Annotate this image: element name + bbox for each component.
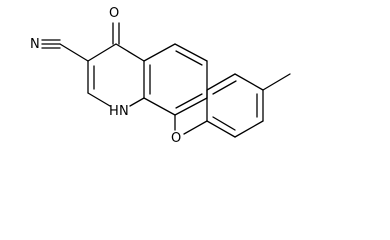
bond-c3-c2-double <box>87 60 95 94</box>
ring-nh-hydrogen-label: H <box>109 104 119 119</box>
bond-t2-t3-double <box>206 73 237 95</box>
bond-methyl <box>262 73 291 91</box>
bond-c2-n1 <box>87 92 111 107</box>
bond-c5-c6-double <box>174 43 208 66</box>
bond-t5-t6 <box>234 120 264 138</box>
bond-c4a-c5 <box>143 43 176 62</box>
bond-t6-t1-double <box>206 116 236 138</box>
bond-c4a-c8a-double <box>143 60 151 99</box>
bond-c7-c8-double <box>174 93 208 116</box>
bond-c8-c8a <box>143 97 176 116</box>
molecule-svg: O N H N O <box>30 6 291 146</box>
bond-c3-cn <box>59 43 89 62</box>
bond-o-aryl <box>183 120 208 135</box>
ring-nitrogen-label: N <box>119 104 129 119</box>
carbonyl-double-bond <box>112 22 120 45</box>
bond-t3-t4 <box>234 73 264 91</box>
bond-c4-c3 <box>87 43 117 62</box>
bond-t4-t5-double <box>256 89 264 122</box>
ether-oxygen-label: O <box>171 131 181 146</box>
molecule-diagram: O N H N O <box>30 6 291 146</box>
bond-c4-c4a <box>115 43 145 62</box>
bond-n1-c8a <box>129 97 145 107</box>
carbonyl-oxygen-label: O <box>109 6 119 21</box>
nitrile-nitrogen-label: N <box>30 37 40 52</box>
nitrile-triple-bond <box>41 39 61 49</box>
